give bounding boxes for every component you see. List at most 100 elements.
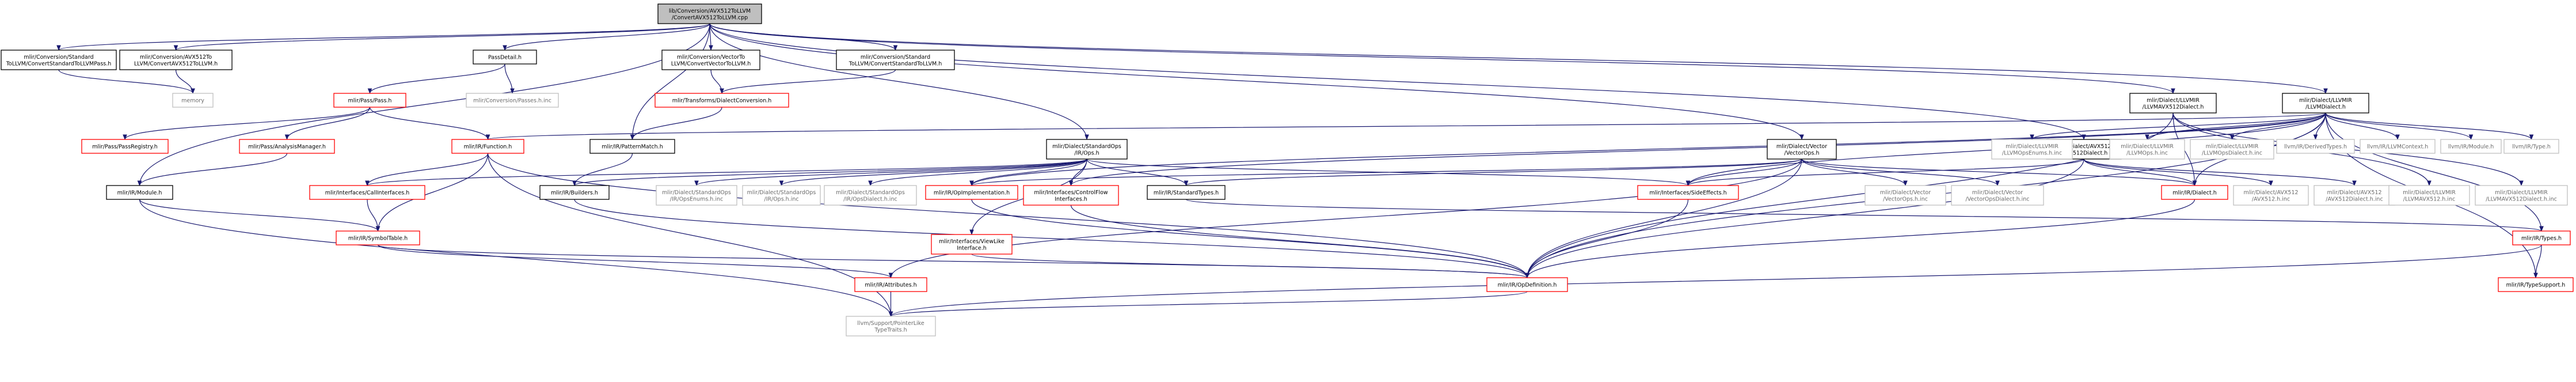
node-patternMatch[interactable]: mlir/IR/PatternMatch.h bbox=[589, 139, 675, 154]
node-stdOps[interactable]: mlir/Dialect/StandardOps/IR/Ops.h bbox=[1046, 139, 1128, 160]
node-analysisMgr[interactable]: mlir/Pass/AnalysisManager.h bbox=[239, 139, 335, 154]
edge-stdOps-to-stdOpsEnums bbox=[694, 158, 1087, 186]
node-box bbox=[119, 50, 233, 70]
node-box bbox=[846, 316, 936, 336]
node-label-line: /LLVMDialect.h bbox=[2305, 104, 2346, 110]
edge-stdOps-to-stdOpsInc bbox=[779, 158, 1087, 186]
node-sideEffects[interactable]: mlir/Interfaces/SideEffects.h bbox=[1637, 185, 1739, 200]
edge-irModule-to-symbolTable bbox=[139, 199, 380, 232]
node-label-line: mlir/IR/SymbolTable.h bbox=[348, 236, 408, 242]
node-irTypes[interactable]: mlir/IR/Types.h bbox=[2512, 230, 2571, 245]
node-convVector[interactable]: mlir/Conversion/VectorToLLVM/ConvertVect… bbox=[661, 50, 760, 70]
node-box bbox=[336, 230, 420, 245]
edge-stdOps-to-stdOpsDialectInc bbox=[868, 158, 1087, 186]
node-box bbox=[539, 185, 610, 200]
node-label-line: PassDetail.h bbox=[488, 55, 522, 61]
node-label-line: mlir/Transforms/DialectConversion.h bbox=[672, 98, 772, 104]
node-memory: memory bbox=[172, 93, 214, 108]
node-label-line: mlir/Interfaces/CallInterfaces.h bbox=[325, 190, 410, 196]
node-box bbox=[172, 93, 214, 108]
node-label-line: mlir/Dialect/LLVMIR bbox=[2121, 143, 2174, 150]
node-callIfaces[interactable]: mlir/Interfaces/CallInterfaces.h bbox=[309, 185, 425, 200]
node-passRegistry[interactable]: mlir/Pass/PassRegistry.h bbox=[81, 139, 169, 154]
node-box bbox=[2503, 139, 2559, 154]
node-label-line: mlir/Dialect/Vector bbox=[1776, 143, 1827, 150]
node-box bbox=[657, 3, 762, 24]
node-label-line: mlir/IR/Module.h bbox=[117, 190, 162, 196]
node-convStdH[interactable]: mlir/Conversion/StandardToLLVM/ConvertSt… bbox=[836, 50, 955, 70]
edge-stdOps-to-callIfaces bbox=[365, 158, 1087, 186]
node-label-line: mlir/IR/Dialect.h bbox=[2172, 190, 2217, 196]
edge-vectorOps-to-opDef bbox=[1525, 158, 1802, 278]
node-irFunction[interactable]: mlir/IR/Function.h bbox=[451, 139, 524, 154]
node-box bbox=[2440, 139, 2502, 154]
edge-llvmDialect-to-irTypes bbox=[2325, 112, 2544, 232]
edge-stdOps-to-builders bbox=[572, 158, 1087, 186]
node-label-line: mlir/Dialect/StandardOps bbox=[1052, 143, 1121, 150]
node-box bbox=[2282, 93, 2369, 114]
edge-callIfaces-to-symbolTable bbox=[367, 199, 380, 232]
node-opDef[interactable]: mlir/IR/OpDefinition.h bbox=[1486, 277, 1568, 292]
node-vectorOps[interactable]: mlir/Dialect/Vector/VectorOps.h bbox=[1767, 139, 1837, 160]
node-box bbox=[1951, 185, 2044, 206]
node-dialectConv[interactable]: mlir/Transforms/DialectConversion.h bbox=[655, 93, 789, 108]
node-box bbox=[2129, 93, 2217, 114]
node-convAvxH[interactable]: mlir/Conversion/AVX512ToLLVM/ConvertAVX5… bbox=[119, 50, 233, 70]
node-root[interactable]: lib/Conversion/AVX512ToLLVM/ConvertAVX51… bbox=[657, 3, 762, 24]
node-stdTypes[interactable]: mlir/IR/StandardTypes.h bbox=[1147, 185, 1226, 200]
node-label-line: mlir/Dialect/LLVMIR bbox=[2147, 97, 2200, 104]
node-passDetail[interactable]: PassDetail.h bbox=[473, 50, 537, 65]
node-box bbox=[1991, 139, 2073, 160]
node-llvmDialect[interactable]: mlir/Dialect/LLVMIR/LLVMDialect.h bbox=[2282, 93, 2369, 114]
node-irModule[interactable]: mlir/IR/Module.h bbox=[106, 185, 173, 200]
edge-llvmDialect-to-llvmOpsEnums bbox=[2030, 112, 2326, 140]
node-label-line: llvm/IR/Type.h bbox=[2512, 144, 2551, 150]
edge-stdOps-to-opImpl bbox=[969, 158, 1087, 186]
node-label-line: mlir/Dialect/StandardOps bbox=[836, 190, 905, 196]
node-convStdPass[interactable]: mlir/Conversion/StandardToLLVM/ConvertSt… bbox=[1, 50, 117, 70]
edge-llvmAvx512Dialect-to-opDef bbox=[1525, 112, 2174, 278]
edge-vectorOps-to-attributes bbox=[888, 158, 1802, 278]
node-typeSupport[interactable]: mlir/IR/TypeSupport.h bbox=[2498, 277, 2574, 292]
node-box bbox=[1147, 185, 1226, 200]
node-llvmAvx512Inc: mlir/Dialect/LLVMIR/LLVMAVX512.h.inc bbox=[2388, 185, 2470, 206]
node-llvmAvx512Dialect[interactable]: mlir/Dialect/LLVMIR/LLVMAVX512Dialect.h bbox=[2129, 93, 2217, 114]
node-label-line: mlir/Dialect/Vector bbox=[1880, 190, 1931, 196]
node-irDialect[interactable]: mlir/IR/Dialect.h bbox=[2161, 185, 2228, 200]
node-symbolTable[interactable]: mlir/IR/SymbolTable.h bbox=[336, 230, 420, 245]
node-label-line: TypeTraits.h bbox=[874, 327, 907, 333]
edge-root-to-convStdPass bbox=[56, 23, 710, 51]
node-label-line: mlir/Pass/PassRegistry.h bbox=[92, 144, 157, 150]
node-label-line: /IR/OpsEnums.h.inc bbox=[670, 196, 723, 202]
node-box bbox=[661, 50, 760, 70]
edge-passPass-to-passRegistry bbox=[123, 107, 371, 140]
node-box bbox=[2388, 185, 2470, 206]
node-box bbox=[309, 185, 425, 200]
edge-stdTypes-to-irTypes bbox=[1185, 199, 2544, 232]
node-box bbox=[2190, 139, 2274, 160]
edge-opDef-to-pointerLike bbox=[889, 291, 1528, 317]
node-box bbox=[466, 93, 559, 108]
edge-convStdH-to-dialectConv bbox=[720, 69, 896, 94]
edge-dialectConv-to-patternMatch bbox=[630, 107, 722, 140]
edge-root-to-avx512Dialect bbox=[709, 23, 2086, 140]
node-label-line: llvm/IR/Module.h bbox=[2448, 144, 2494, 150]
edge-builders-to-opDef bbox=[574, 199, 1529, 278]
node-builders[interactable]: mlir/IR/Builders.h bbox=[539, 185, 610, 200]
node-passPass[interactable]: mlir/Pass/Pass.h bbox=[333, 93, 406, 108]
node-label-line: mlir/Conversion/VectorTo bbox=[677, 54, 745, 60]
edge-analysisMgr-to-irModule bbox=[137, 153, 288, 186]
node-box bbox=[2233, 185, 2309, 206]
node-attributes[interactable]: mlir/IR/Attributes.h bbox=[854, 277, 927, 292]
node-label-line: LLVM/ConvertVectorToLLVM.h bbox=[671, 60, 751, 67]
node-label-line: /LLVMAVX512.h.inc bbox=[2403, 196, 2455, 202]
node-box bbox=[2161, 185, 2228, 200]
node-label-line: /LLVMOpsDialect.h.inc bbox=[2202, 150, 2262, 156]
node-stdOpsDialectInc: mlir/Dialect/StandardOps/IR/OpsDialect.h… bbox=[824, 185, 917, 206]
edge-viewLike-to-opDef bbox=[971, 254, 1529, 278]
node-opImpl[interactable]: mlir/IR/OpImplementation.h bbox=[925, 185, 1018, 200]
node-label-line: mlir/Interfaces/ViewLike bbox=[939, 239, 1004, 245]
edge-ctrlFlow-to-opDef bbox=[1070, 205, 1529, 278]
